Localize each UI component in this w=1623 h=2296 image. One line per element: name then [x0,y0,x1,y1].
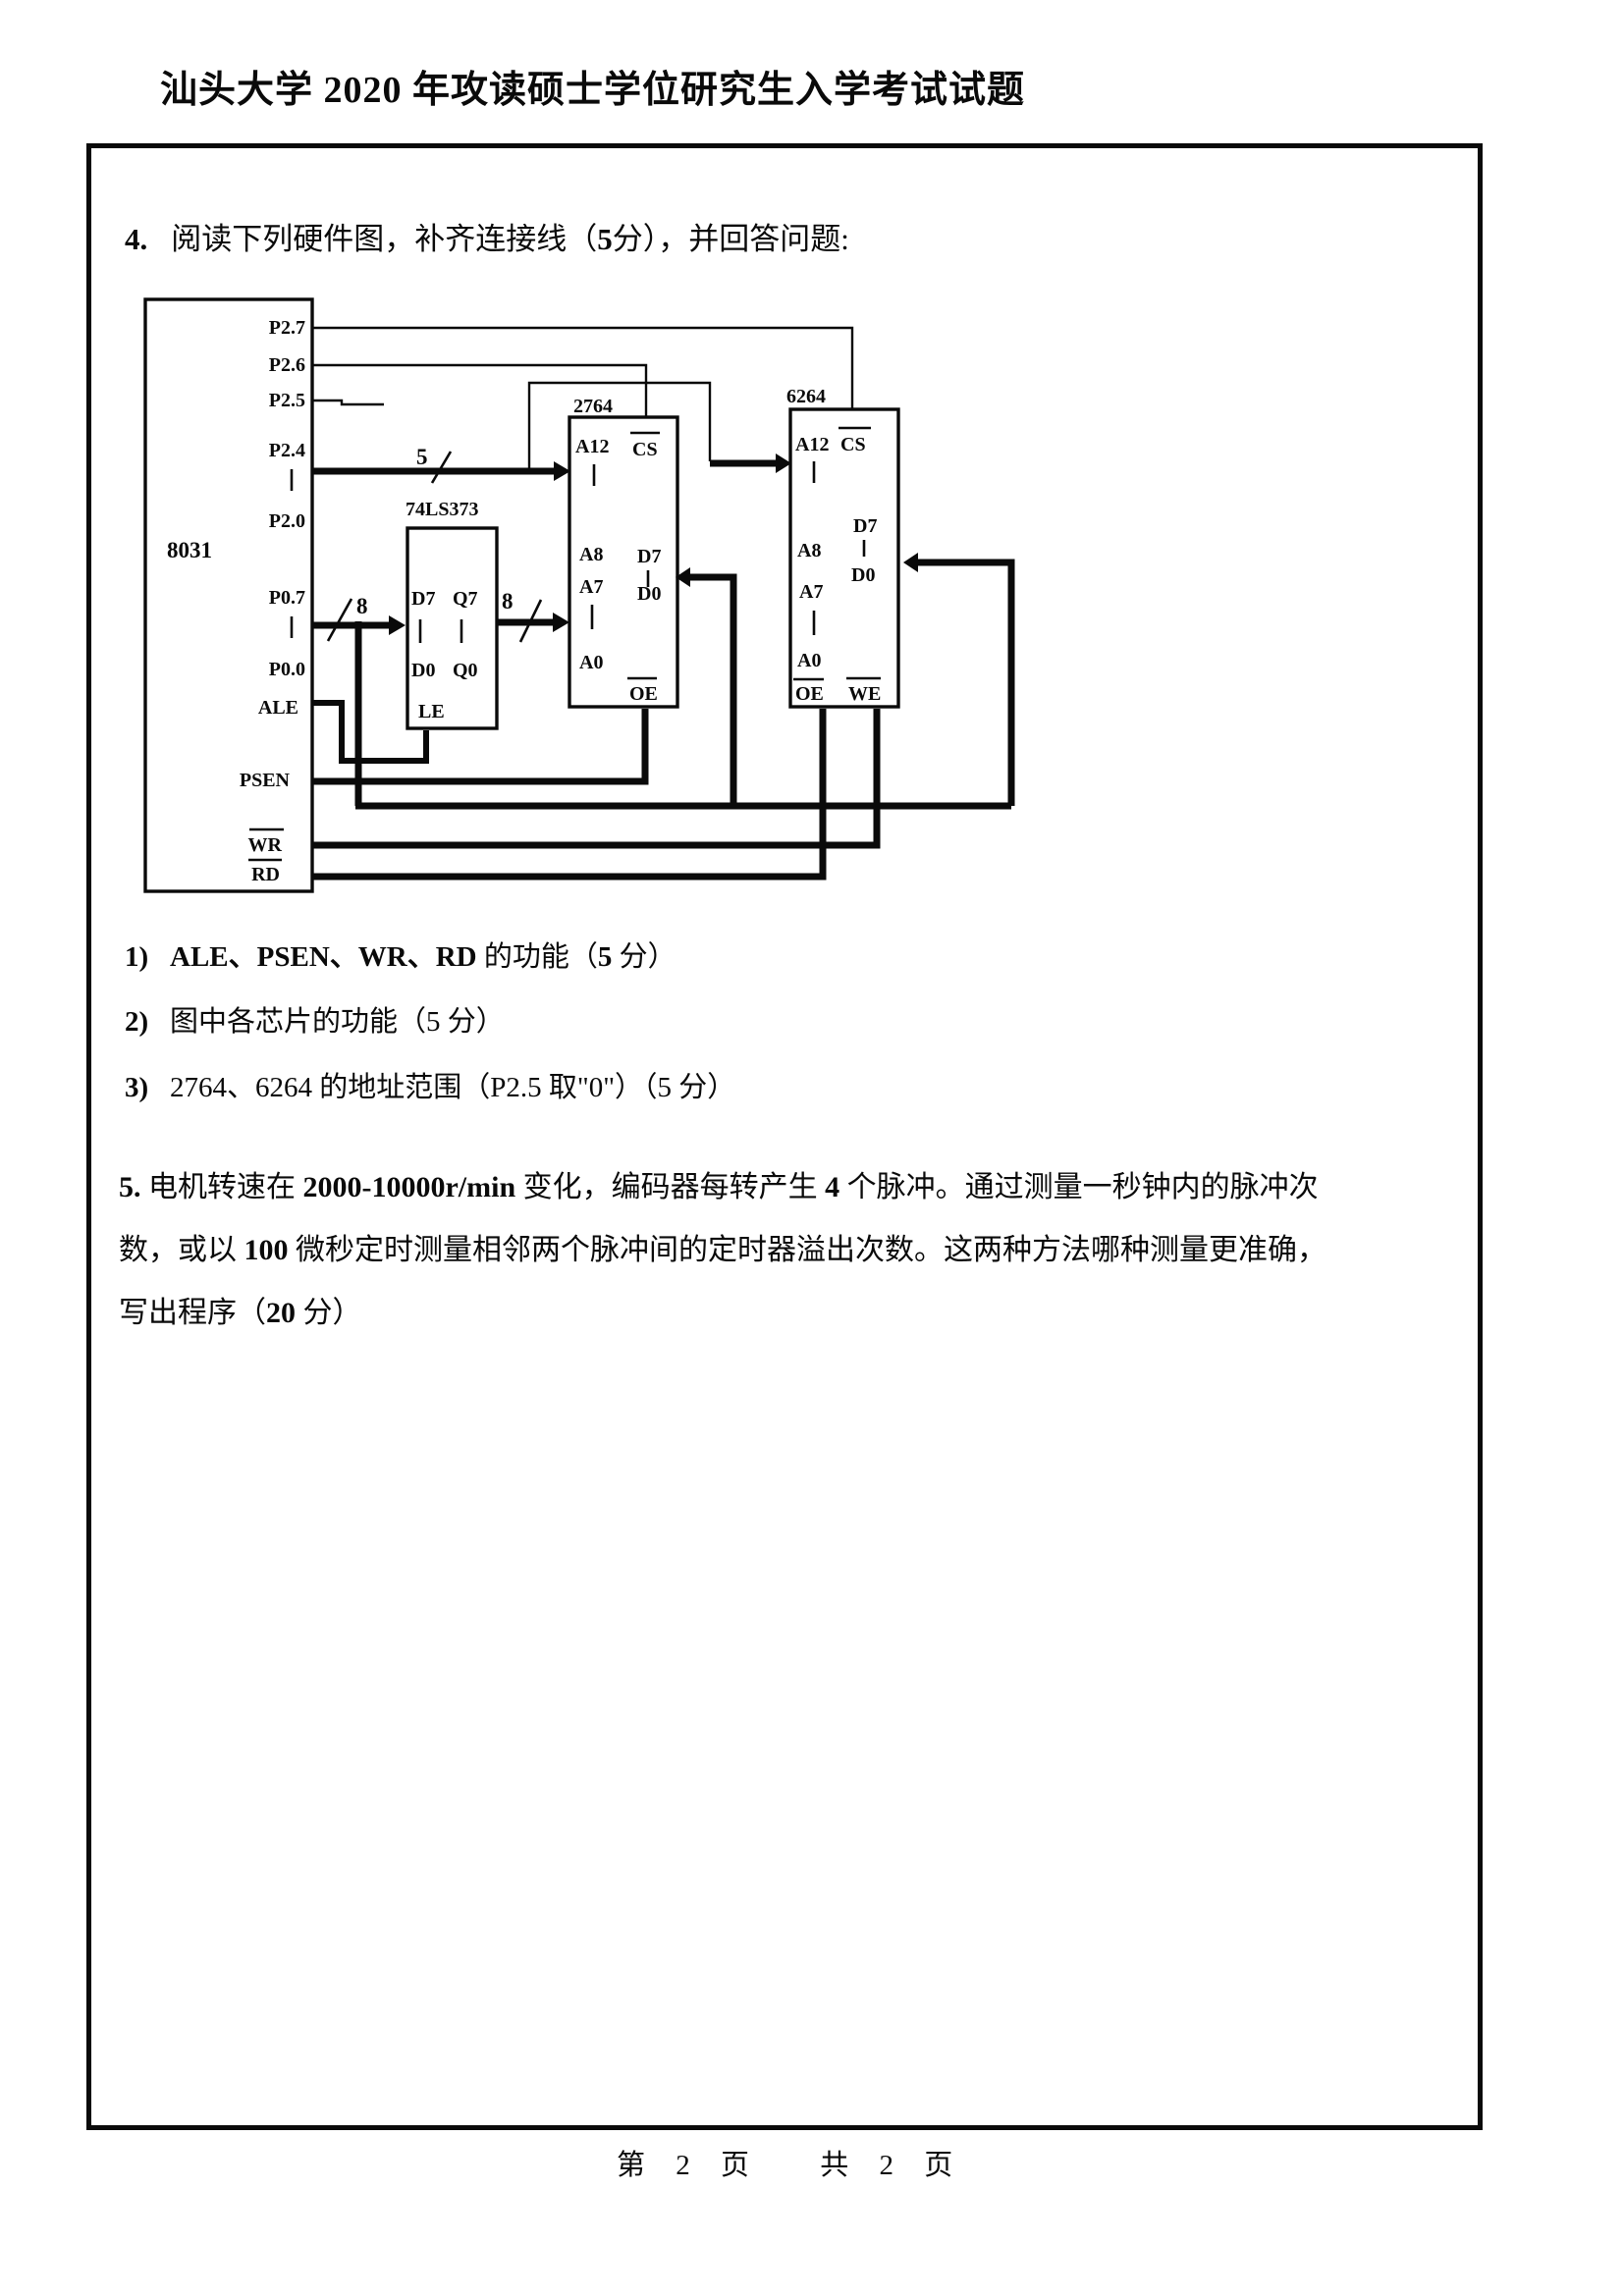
pin-label-rd: RD [251,864,280,885]
bus-slash [430,451,453,484]
chip-2764-pins: A12 CS A8 D7 A7 D0 A0 OE [575,431,661,705]
pin-label-cs: CS [632,439,658,460]
wire-p25-dangling [312,399,384,406]
pin-label-oe: OE [629,683,658,705]
sub-question-text: 图中各芯片的功能（5 分） [170,1006,505,1038]
pin-label-q7: Q7 [453,588,478,610]
pin-label-a0: A0 [579,652,603,673]
question-5-line-3: 写出程序（20 分） [119,1297,362,1329]
pin-label-q0: Q0 [453,660,478,681]
data-loop-to-2764 [688,573,737,806]
arrowhead-into-6264-addr [776,454,791,473]
page-title: 汕头大学 2020 年攻读硕士学位研究生入学考试试题 [160,70,1026,111]
bus-slash [518,599,543,643]
pin-label-cs: CS [840,434,866,455]
question-4-text: 阅读下列硬件图，补齐连接线（5分），并回答问题: [171,222,849,256]
arrowhead-into-6264-data [903,553,918,572]
question-5-line-2: 数，或以 100 微秒定时测量相邻两个脉冲间的定时器溢出次数。这两种方法哪种测量… [119,1234,1326,1266]
pin-label-a0: A0 [797,650,821,671]
data-loop-to-6264 [916,559,1015,806]
pin-label-oe: OE [795,683,824,705]
sub-question-text: 2764、6264 的地址范围（P2.5 取"0"）（5 分） [170,1072,736,1103]
pin-label-a7: A7 [579,576,603,598]
page-footer: 第 2 页 共 2 页 [617,2150,965,2181]
question-4-sub-1: 1) ALE、PSEN、WR、RD 的功能（5 分） [125,934,676,975]
pin-label-a7: A7 [799,581,823,603]
wire-rd-to-6264-oe [312,709,827,881]
chip-8031-pins: P2.7 P2.6 P2.5 P2.4 P2.0 P0.7 P0.0 ALE P… [240,317,305,885]
question-5-line-1: 5. 电机转速在 2000-10000r/min 变化，编码器每转产生 4 个脉… [119,1171,1319,1203]
wire-address-branch-to-6264 [527,381,712,470]
arrowhead-into-2764-addr [554,461,570,481]
sub-question-number: 1) [125,941,149,973]
pin-label-d7: D7 [853,515,877,537]
chip-6264-label: 6264 [786,386,826,407]
pin-label-p00: P0.0 [269,659,305,680]
question-4-number: 4. [125,222,148,256]
pin-label-a12: A12 [575,436,609,457]
wire-psen-to-2764-oe [312,709,649,785]
pin-label-p20: P2.0 [269,510,305,532]
arrowhead-into-2764-data [676,567,690,587]
exam-border-box [86,143,1483,2130]
pin-label-p26: P2.6 [269,354,305,376]
pin-label-p24: P2.4 [269,440,305,461]
question-4-heading: 4. 阅读下列硬件图，补齐连接线（5分），并回答问题: [125,214,849,258]
pin-label-ale: ALE [258,697,298,719]
sub-question-number: 2) [125,1006,149,1038]
pin-label-we: WE [848,683,881,705]
bus-width-8-latch: 8 [502,589,514,614]
bus-width-5: 5 [416,445,428,469]
pin-label-le: LE [418,701,445,722]
pin-label-p27: P2.7 [269,317,305,339]
chip-6264-box [788,407,900,709]
question-4-sub-2: 2) 图中各芯片的功能（5 分） [125,998,505,1040]
pin-label-psen: PSEN [240,770,291,791]
pin-label-a8: A8 [579,544,603,565]
pin-label-a12: A12 [795,434,829,455]
chip-2764-box [568,415,679,709]
question-4-sub-3: 3) 2764、6264 的地址范围（P2.5 取"0"）（5 分） [125,1064,735,1105]
pin-label-p25: P2.5 [269,390,305,411]
pin-label-d7: D7 [637,546,661,567]
sub-question-number: 3) [125,1072,149,1103]
question-5: 5. 电机转速在 2000-10000r/min 变化，编码器每转产生 4 个脉… [119,1156,1326,1345]
arrowhead-into-2764-loworder [553,613,569,632]
wire-wr-to-6264-we [312,709,881,849]
chip-2764-label: 2764 [573,396,613,417]
chip-8031-label: 8031 [167,538,212,562]
pin-label-d7: D7 [411,588,435,610]
wire-p27-to-6264-cs [312,326,854,409]
pin-label-d0: D0 [851,564,875,586]
arrowhead-into-74ls373 [389,615,406,635]
pin-label-wr: WR [248,834,283,856]
pin-label-d0: D0 [637,583,661,605]
sub-question-text: ALE、PSEN、WR、RD 的功能（5 分） [170,941,676,973]
wire-ale-to-le [312,700,429,764]
bus-width-8-p0: 8 [356,594,368,618]
pin-label-p07: P0.7 [269,587,305,609]
pin-label-a8: A8 [797,540,821,561]
pin-label-d0: D0 [411,660,435,681]
chip-6264-pins: A12 CS A8 D7 D0 A7 A0 OE WE [793,426,881,705]
bus-slash [326,598,353,642]
wire-p26-to-2764-cs [312,363,648,417]
chip-74ls373-label: 74LS373 [406,499,478,520]
chip-74ls373-box [406,526,499,730]
chip-8031-box [143,297,314,893]
chip-74ls373-pins: D7 Q7 D0 Q0 LE [411,588,478,722]
bus-width-annotations: 5 8 8 [326,445,543,643]
